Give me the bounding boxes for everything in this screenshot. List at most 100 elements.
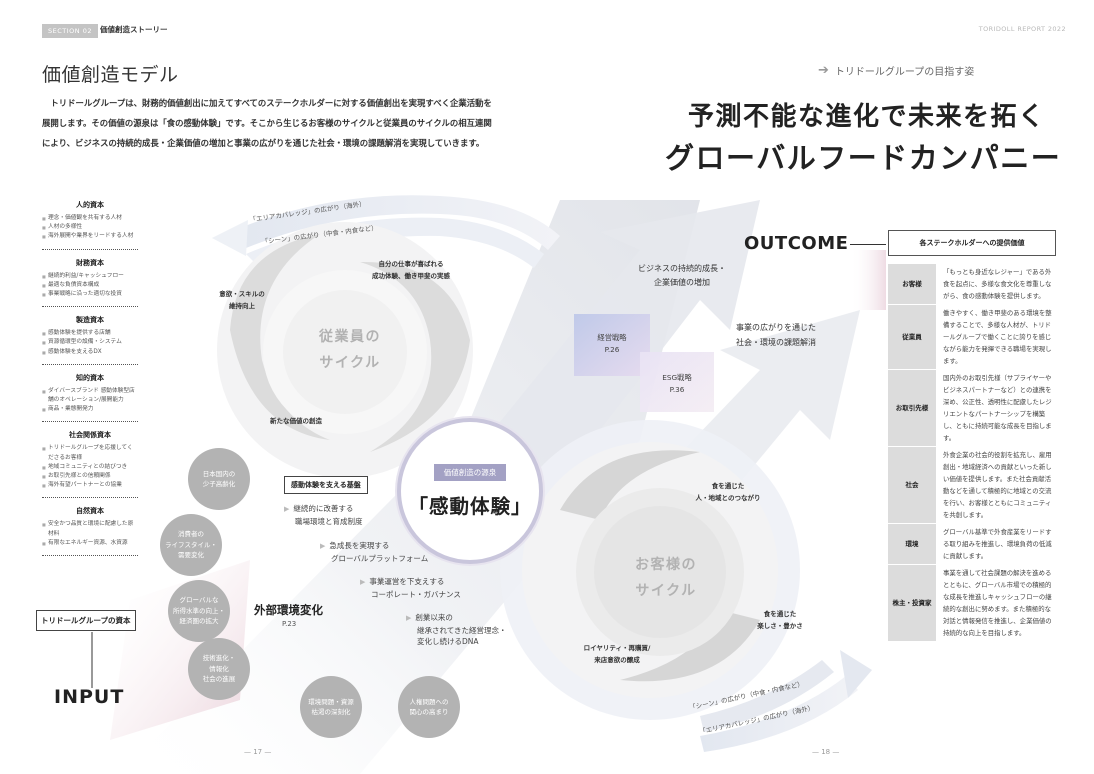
strategy-card-esg[interactable]: ESG戦略 P.36: [640, 360, 714, 408]
employee-cycle-label-line1: 従業員の: [319, 329, 381, 345]
employee-cycle-core-inner: [283, 290, 407, 414]
business-growth-line2: 企業価値の増加: [654, 278, 710, 287]
foundation-item-2-line1: 急成長を実現する: [329, 541, 390, 550]
triangle-icon: ▶: [360, 578, 366, 586]
capital-group: 製造資本感動体験を提供する店舗資源循環型の設備・システム感動体験を支えるDX: [42, 313, 138, 365]
capital-group-title: 社会関係資本: [69, 431, 111, 440]
stakeholder-row: 社会外食企業の社会的役割を拡充し、雇用創出・地域経済への貢献といった新しい価値を…: [888, 447, 1056, 524]
stakeholder-name: 社会: [888, 447, 936, 523]
capital-item: 事業戦略に沿った適切な投資: [42, 290, 138, 299]
employee-cycle-label-line2: サイクル: [319, 355, 381, 371]
env-lifestyle-line3: 需要変化: [178, 551, 204, 560]
env-human-rights-line2: 関心の高まり: [409, 708, 449, 716]
capital-group: 人的資本理念・価値観を共有する人材人材の多様性海外展開や業界をリードする人材: [42, 198, 138, 250]
foundation-item-4-line3: 変化し続けるDNA: [417, 637, 479, 646]
capital-item: 商品・業態開発力: [42, 405, 138, 414]
employee-cycle-swirl-left: [230, 234, 330, 440]
top-band-arrowhead: [212, 220, 248, 256]
customer-loyalty-label: ロイヤリティ・再購買/ 来店意欲の醸成: [574, 642, 660, 666]
business-growth-line1: ビジネスの持続的成長・: [638, 264, 726, 273]
capital-list: 人的資本理念・価値観を共有する人材人材の多様性海外展開や業界をリードする人材財務…: [42, 198, 138, 562]
intro-paragraph: トリドールグループは、財務的価値創出に加えてすべてのステークホルダーに対する価値…: [42, 93, 500, 153]
customer-connection-line2: 人・地域とのつながり: [695, 494, 761, 502]
capital-item: お取引先様との信頼関係: [42, 472, 138, 481]
customer-loyalty-line2: 来店意欲の醸成: [594, 656, 640, 664]
customer-cycle-label-line2: サイクル: [635, 583, 697, 599]
triangle-icon: ▶: [284, 505, 290, 513]
capital-group: 自然資本安全かつ品質と環境に配慮した原材料有限なエネルギー資源、水資源: [42, 504, 138, 557]
capital-group-title: 人的資本: [76, 201, 104, 209]
value-source-circle: 価値創造の源泉 「感動体験」: [397, 418, 543, 564]
env-environment-line2: 枯渇の深刻化: [311, 708, 351, 716]
capital-item: ダイバースブランド 感動体験型店舗のオペレーション/展開能力: [42, 387, 138, 405]
env-page-ref[interactable]: P.23: [282, 620, 297, 628]
capital-label: トリドールグループの資本: [36, 610, 136, 631]
strategy-esg-title: ESG戦略: [662, 373, 692, 382]
employee-fulfillment-line1: 自分の仕事が喜ばれる: [378, 260, 444, 268]
capital-item: 有限なエネルギー資源、水資源: [42, 539, 138, 548]
stakeholder-row: 従業員働きやすく、働き甲斐のある環境を整備することで、多様な人材が、トリドールグ…: [888, 305, 1056, 370]
arrow-right-icon: ➔: [818, 63, 829, 78]
goal-label-text: トリドールグループの目指す姿: [834, 67, 975, 78]
customer-loyalty-line1: ロイヤリティ・再購買/: [583, 644, 651, 652]
env-title: 外部環境変化: [254, 603, 323, 617]
capital-item: トリドールグループを応援してくださるお客様: [42, 444, 138, 462]
stakeholder-row: 株主・投資家事業を通して社会課題の解決を進めるとともに、グローバル市場での積極的…: [888, 565, 1056, 642]
env-circle-technology: 技術進化・情報化社会の進展: [188, 638, 250, 700]
foundation-label: 感動体験を支える基盤: [284, 476, 368, 494]
env-human-rights-line1: 人権問題への: [409, 697, 449, 706]
customer-joy-label: 食を通じた 楽しさ・豊かさ: [742, 608, 818, 632]
capital-item: 海外有望パートナーとの協業: [42, 481, 138, 490]
stakeholder-value-text: 外食企業の社会的役割を拡充し、雇用創出・地域経済への貢献といった新しい価値を提供…: [936, 447, 1056, 523]
page-title: 価値創造モデル: [42, 64, 179, 86]
stakeholder-value-text: 働きやすく、働き甲斐のある環境を整備することで、多様な人材が、トリドールグループ…: [936, 305, 1056, 369]
value-source-main: 「感動体験」: [408, 494, 532, 518]
stakeholder-row: 環境グローバル基準で外食産業をリードする取り組みを推進し、環境負荷の低減に貢献し…: [888, 524, 1056, 565]
capital-item: 感動体験を提供する店舗: [42, 329, 138, 338]
capital-group: 知的資本ダイバースブランド 感動体験型店舗のオペレーション/展開能力商品・業態開…: [42, 371, 138, 423]
bottom-scene-band: [700, 660, 834, 732]
foundation-item-1: ▶継続的に改善する 職場環境と育成制度: [284, 503, 363, 527]
env-circle-lifestyle: 消費者のライフスタイル・需要変化: [160, 514, 222, 576]
outcome-accent: [850, 250, 886, 310]
stakeholder-value-text: 「もっとも身近なレジャー」である外食を起点に、多様な食文化を尊重しながら、食の感…: [936, 264, 1056, 304]
customer-connection-line1: 食を通じた: [711, 482, 745, 490]
foundation-item-4-line1: 創業以来の: [415, 613, 453, 622]
env-tech-line2: 情報化: [209, 664, 229, 673]
social-growth-line1: 事業の広がりを通じた: [736, 323, 816, 332]
capital-item: 継続的利益/キャッシュフロー: [42, 272, 138, 281]
capital-item: 資源循環型の設備・システム: [42, 338, 138, 347]
stakeholder-value-text: 事業を通して社会課題の解決を進めるとともに、グローバル市場での積極的な成長を推進…: [936, 565, 1056, 641]
env-global-line2: 所得水準の向上・: [173, 606, 225, 615]
customer-connection-label: 食を通じた 人・地域とのつながり: [676, 480, 780, 504]
capital-group: 財務資本継続的利益/キャッシュフロー最適な負債資本構成事業戦略に沿った適切な投資: [42, 256, 138, 308]
employee-cycle-label: 従業員の サイクル: [300, 324, 400, 376]
strategy-card-management[interactable]: 経営戦略 P.26: [574, 318, 650, 370]
report-tag: TORIDOLL REPORT 2022: [978, 25, 1066, 33]
input-label: INPUT: [54, 686, 125, 708]
env-aging-line1: 日本国内の: [202, 469, 236, 478]
capital-item: 地域コミュニティとの結びつき: [42, 463, 138, 472]
stakeholder-name: お客様: [888, 264, 936, 304]
bottom-area-band: [700, 676, 858, 752]
employee-new-value-label: 新たな価値の創造: [270, 417, 322, 425]
env-circle-aging: 日本国内の少子高齢化: [188, 448, 250, 510]
strategy-esg-page: P.36: [669, 385, 685, 394]
employee-fulfillment-label: 自分の仕事が喜ばれる 成功体験、働き甲斐の実感: [352, 258, 470, 282]
env-environment-line1: 環境問題・資源: [308, 697, 354, 706]
foundation-item-2-line2: グローバルプラットフォーム: [331, 553, 429, 563]
customer-cycle-label: お客様の サイクル: [616, 552, 716, 604]
outcome-connector: [850, 244, 886, 245]
customer-cycle-swirl-top: [560, 450, 700, 520]
headline-line-2: グローバルフードカンパニー: [665, 141, 1062, 175]
capital-group: 社会関係資本トリドールグループを応援してくださるお客様地域コミュニティとの結びつ…: [42, 428, 138, 499]
env-circle-human-rights: 人権問題への関心の高まり: [398, 676, 460, 738]
foundation-item-1-line2: 職場環境と育成制度: [295, 516, 363, 526]
foundation-item-3-line1: 事業運営を下支えする: [369, 577, 445, 586]
page-number-right: — 18 —: [812, 748, 839, 756]
triangle-icon: ▶: [320, 542, 326, 550]
foundation-item-3: ▶事業運営を下支えする コーポレート・ガバナンス: [360, 576, 461, 600]
section-tag: SECTION 02: [42, 24, 98, 38]
strategy-card-bg-esg: [640, 352, 714, 412]
stakeholder-name: 従業員: [888, 305, 936, 369]
